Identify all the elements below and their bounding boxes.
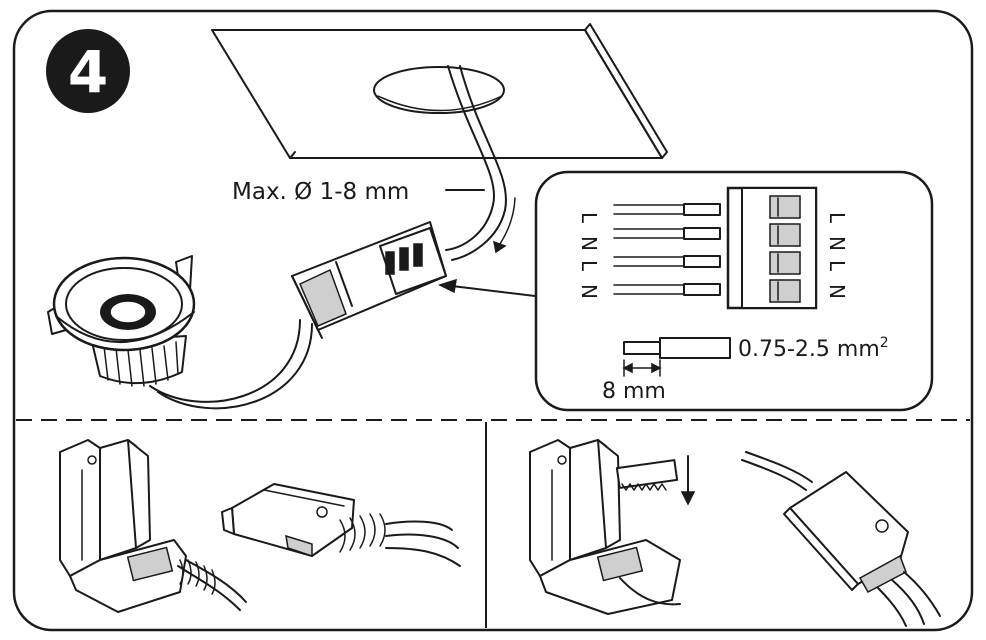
junction-connector — [291, 221, 447, 339]
step-badge: 4 — [46, 29, 130, 113]
open-connector-left — [59, 439, 187, 613]
strip-length-label: 8 mm — [602, 379, 666, 404]
open-connector-right — [529, 439, 681, 615]
luminaire-cable — [149, 319, 301, 403]
ceiling-cutout — [373, 66, 505, 114]
cable-coil-left — [177, 559, 247, 611]
mains-cable — [445, 65, 516, 261]
terminal-right-label-2: N — [825, 236, 849, 251]
strain-relief-insert — [615, 459, 679, 491]
insert-down-arrow — [680, 455, 696, 506]
terminal-right-label-3: L — [825, 260, 849, 272]
wire-cross-section-label: 0.75-2.5 mm2 — [738, 335, 889, 362]
downlight-fixture — [47, 255, 196, 387]
terminal-left-label-4: N — [577, 284, 601, 299]
terminal-wires — [613, 203, 721, 296]
terminal-detail-inset: L N L N — [534, 170, 934, 412]
cross-section-superscript: 2 — [880, 335, 889, 351]
cable-diameter-label: Max. Ø 1-8 mm — [232, 179, 409, 205]
closed-connector-right — [741, 451, 941, 627]
step-number: 4 — [68, 38, 108, 106]
terminal-right-label-1: L — [825, 212, 849, 224]
terminal-left-label-3: L — [577, 260, 601, 272]
terminal-left-label-1: L — [577, 212, 601, 224]
cable-coil-right — [339, 513, 461, 567]
stripped-wire-spec — [622, 337, 731, 377]
terminal-right-label-4: N — [825, 284, 849, 299]
terminal-block — [726, 186, 818, 310]
outer-frame — [12, 9, 974, 632]
ceiling-panel — [211, 23, 668, 159]
closed-connector-left — [221, 483, 355, 558]
terminal-left-label-2: N — [577, 236, 601, 251]
